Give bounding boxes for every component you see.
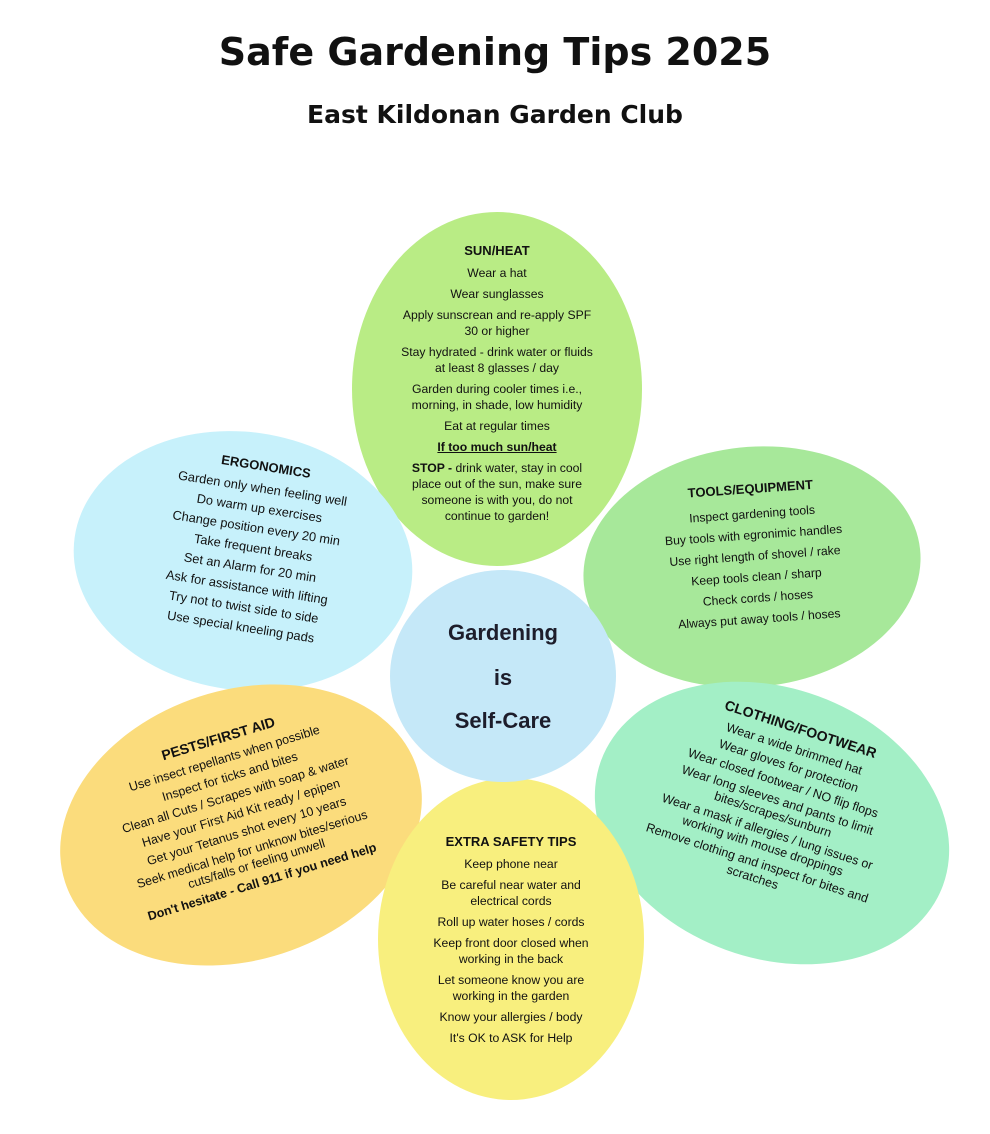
tools-equipment-section: TOOLS/EQUIPMENT Inspect gardening tools … — [615, 472, 895, 641]
extra-item: Roll up water hoses / cords — [437, 915, 585, 929]
center-circle — [390, 570, 616, 782]
sun-item: Wear a hat — [467, 266, 527, 280]
sun-heat-petal — [352, 212, 642, 566]
sun-heat-heading: SUN/HEAT — [464, 243, 530, 258]
sun-heat-section: SUN/HEAT Wear a hat Wear sunglasses Appl… — [382, 243, 612, 529]
extra-item: Keep phone near — [464, 857, 558, 871]
sun-item: Wear sunglasses — [450, 287, 544, 301]
sun-item: Apply sunscrean and re-apply SPF 30 or h… — [402, 308, 592, 338]
page-subtitle: East Kildonan Garden Club — [307, 100, 683, 129]
stop-label: STOP - — [411, 461, 456, 475]
extra-safety-section: EXTRA SAFETY TIPS Keep phone near Be car… — [406, 834, 616, 1051]
sun-stop-advice: STOP - drink water, stay in cool place o… — [382, 460, 612, 524]
ergonomics-section: ERGONOMICS Garden only when feeling well… — [115, 440, 390, 659]
center-line-3: Self-Care — [454, 708, 552, 733]
extra-heading: EXTRA SAFETY TIPS — [445, 834, 577, 849]
extra-item: Know your allergies / body — [439, 1010, 583, 1024]
extra-item: Be careful near water and electrical cor… — [441, 878, 581, 908]
sun-warning-heading: If too much sun/heat — [437, 440, 557, 454]
center-message: Gardening is Self-Care — [390, 570, 616, 782]
stop-text: drink water, stay in cool place out of t… — [411, 461, 583, 523]
sun-item: Garden during cooler times i.e., morning… — [411, 382, 583, 412]
extra-item: Keep front door closed when working in t… — [433, 936, 589, 966]
extra-item: Let someone know you are working in the … — [437, 973, 585, 1003]
center-line-2: is — [493, 665, 513, 690]
page-title: Safe Gardening Tips 2025 — [218, 30, 772, 74]
sun-item: Eat at regular times — [444, 419, 550, 433]
sun-item: Stay hydrated - drink water or fluids at… — [401, 345, 593, 375]
extra-item: It's OK to ASK for Help — [449, 1031, 573, 1045]
center-line-1: Gardening — [447, 620, 558, 645]
extra-safety-petal — [378, 778, 644, 1100]
